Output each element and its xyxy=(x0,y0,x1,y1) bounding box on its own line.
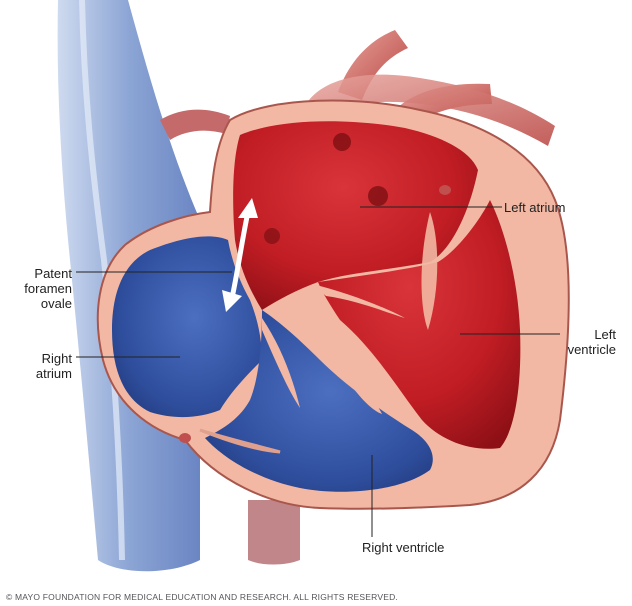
copyright-notice: © MAYO FOUNDATION FOR MEDICAL EDUCATION … xyxy=(6,592,398,602)
left-papillary-muscle xyxy=(421,212,438,330)
right-atrium-chamber xyxy=(112,236,262,418)
vena-cava-highlight xyxy=(79,0,125,561)
label-right-atrium: Right atrium xyxy=(10,351,72,381)
label-patent-foramen-ovale: Patent foramen ovale xyxy=(10,266,72,311)
left-ventricle-chamber xyxy=(318,200,521,449)
left-atrium-chamber xyxy=(233,121,478,310)
label-left-ventricle-line-1: Left xyxy=(594,327,616,342)
coronary-vessel-right xyxy=(179,433,191,443)
label-left-ventricle-line-2: ventricle xyxy=(567,342,616,357)
label-right-ventricle: Right ventricle xyxy=(362,540,445,555)
right-papillary-muscle xyxy=(199,428,281,454)
aortic-branch-3 xyxy=(160,109,230,140)
label-left-atrium: Left atrium xyxy=(504,200,566,215)
pulmonary-vein-opening-3 xyxy=(264,228,280,244)
label-right-atrium-line-2: atrium xyxy=(35,366,72,381)
coronary-vessel-left xyxy=(439,185,451,195)
tricuspid-leaflet xyxy=(262,318,300,408)
septal-band xyxy=(300,300,382,414)
label-patent-line-1: Patent xyxy=(34,266,72,281)
pulmonary-vein-opening-1 xyxy=(333,133,351,151)
label-right-atrium-line-1: Right xyxy=(41,351,72,366)
aorta-trunk xyxy=(300,74,555,146)
label-left-ventricle: Left ventricle xyxy=(548,327,616,357)
shunt-arrowhead-down-icon xyxy=(222,290,242,312)
shunt-arrowhead-up-icon xyxy=(238,198,258,218)
shunt-arrow-shaft xyxy=(229,209,251,301)
mitral-leaflet xyxy=(312,284,405,318)
pulmonary-vein-opening-2 xyxy=(368,186,388,206)
label-patent-line-2: foramen xyxy=(24,281,72,296)
label-patent-line-3: ovale xyxy=(40,296,72,311)
inferior-vessel xyxy=(248,500,300,565)
